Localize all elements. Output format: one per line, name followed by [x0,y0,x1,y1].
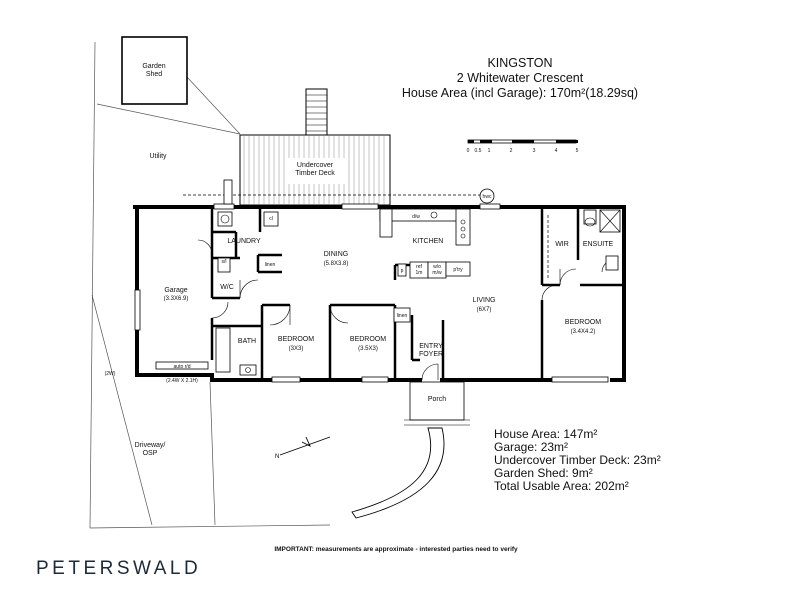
site-boundary [89,41,331,529]
disclaimer: IMPORTANT: measurements are approximate … [274,546,518,553]
scale-label: 0 [467,148,470,154]
brand-logo: PETERSWALD [36,558,202,579]
2w-label: (2W) [105,371,116,377]
auto-rd-label: auto r/d [174,364,191,370]
scale-label: 2 [510,148,513,154]
total-area: Total Usable Area: 202m² [494,479,629,493]
living-dimensions: (6X7) [477,307,492,313]
pantry-label: p'try [453,267,463,273]
scale-label: 5 [576,148,579,154]
sl-label: s/l [222,259,227,265]
scale-bar [467,139,578,144]
linen-hall-label: linen [397,313,408,319]
fixtures [215,179,621,376]
ensuite-label: ENSUITE [583,241,614,248]
garage-roller-door [155,361,209,370]
utility-label: Utility [149,153,167,160]
scale-label: 3 [533,148,536,154]
deck-area: Undercover Timber Deck: 23m² [494,453,661,467]
scale-label: 0.5 [475,148,482,154]
wc-label: W/C [220,284,234,291]
linen-laundry-label: linen [265,262,276,268]
house-area-heading: House Area (incl Garage): 170m²(18.29sq) [401,86,639,100]
timber-deck [239,134,391,206]
bedroom-2-dimensions: (3X3) [289,346,304,352]
svg-text:N: N [275,454,279,460]
scale-label: 4 [555,148,558,154]
street-address: 2 Whitewater Crescent [456,71,584,85]
area-summary: House Area: 147m² Garage: 23m² Undercove… [494,428,661,493]
windows [134,203,609,383]
door-swings [197,239,615,381]
property-header: KINGSTON 2 Whitewater Crescent House Are… [370,56,670,101]
living-label: LIVING [473,297,496,304]
laundry-label: LAUNDRY [227,238,261,245]
deck-stairs [305,88,328,136]
bedroom-3-label: BEDROOM [350,336,386,343]
front-path [351,427,445,519]
kitchen-label: KITCHEN [413,238,444,245]
exterior-walls [133,205,626,382]
garage-area: Garage: 23m² [494,440,569,454]
shed-area: Garden Shed: 9m² [494,466,593,480]
garden-shed-outline [121,36,188,105]
cl-label: cl [269,216,273,222]
driveway-label: Driveway/OSP [135,442,166,457]
bedroom-3-dimensions: (3.5X3) [358,346,378,352]
p-label: p [401,268,404,274]
scale-label: 1 [488,148,491,154]
north-arrow-icon: N [275,436,331,460]
house-area: House Area: 147m² [494,427,598,441]
bedroom-1-dimensions: (3.4X4.2) [571,329,596,335]
door-size-label: (2.4W X 2.1H) [166,378,198,384]
hwc-label: hwc [483,194,492,200]
garage-dimensions: (3.3X6.9) [164,296,189,302]
suburb-name: KINGSTON [487,56,553,70]
porch [404,381,470,426]
wir-label: WIR [555,241,569,248]
bedroom-2-label: BEDROOM [278,336,314,343]
dw-label: d/w [412,214,420,220]
dining-dimensions: (5.8X3.8) [324,261,349,267]
bedroom-1-label: BEDROOM [565,319,601,326]
bath-label: BATH [238,338,256,345]
scale-bar-labels: 0 0.5 1 2 3 4 5 [467,148,579,154]
garage-label: Garage [164,287,187,294]
dining-label: DINING [324,251,349,258]
porch-label: Porch [428,396,446,403]
